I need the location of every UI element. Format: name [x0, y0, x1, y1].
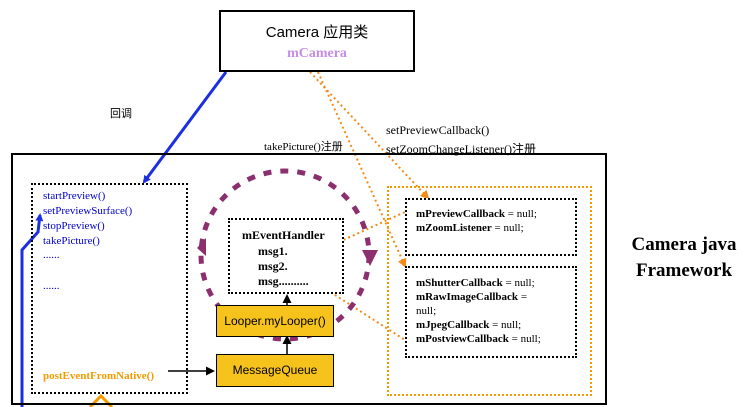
callback-shutter: mShutterCallback = null; [416, 277, 535, 289]
framework-label-line2: Framework [635, 260, 733, 281]
framework-boundary [11, 153, 607, 405]
handler-msg-2: msg2. [258, 259, 288, 273]
framework-label-line1: Camera java [631, 234, 737, 255]
callbacks-container [387, 186, 592, 396]
callback-postview: mPostviewCallback = null; [416, 333, 541, 345]
methods-box: startPreview() setPreviewSurface() stopP… [31, 183, 188, 394]
callback-raw-image: mRawImageCallback = [416, 291, 528, 303]
handler-msg-more: msg.......... [258, 274, 309, 288]
take-picture-label: takePicture()注册 [264, 141, 343, 153]
method-post-event-from-native: postEventFromNative() [43, 370, 154, 382]
method-stop-preview: stopPreview() [43, 220, 105, 232]
method-take-picture: takePicture() [43, 235, 100, 247]
framework-label: Camera java Framework [617, 232, 751, 284]
event-handler-title: mEventHandler [242, 228, 325, 242]
method-start-preview: startPreview() [43, 190, 106, 202]
method-set-preview-surface: setPreviewSurface() [43, 205, 133, 217]
looper-box: Looper.myLooper() [216, 305, 334, 337]
camera-app-title: Camera 应用类 [265, 24, 369, 41]
method-ellipsis-1: ...... [43, 249, 60, 261]
callbacks-box-preview-zoom: mPreviewCallback = null; mZoomListener =… [405, 198, 577, 256]
callbacks-box-picture: mShutterCallback = null; mRawImageCallba… [405, 266, 577, 358]
method-ellipsis-2: ...... [43, 280, 60, 292]
handler-msg-1: msg1. [258, 244, 288, 258]
set-preview-callback-label: setPreviewCallback() [386, 123, 490, 137]
event-handler-box: mEventHandler msg1. msg2. msg.......... [228, 218, 344, 294]
callback-zoom: mZoomListener = null; [416, 222, 524, 234]
callback-label: 回调 [110, 108, 132, 120]
camera-app-variable: mCamera [287, 46, 347, 61]
callback-preview: mPreviewCallback = null; [416, 208, 537, 220]
callback-raw-image-null: null; [416, 305, 437, 317]
callback-jpeg: mJpegCallback = null; [416, 319, 522, 331]
message-queue-box: MessageQueue [216, 354, 334, 387]
camera-app-box: Camera 应用类 mCamera [219, 10, 415, 72]
set-zoom-listener-label: setZoomChangeListener()注册 [386, 142, 536, 156]
